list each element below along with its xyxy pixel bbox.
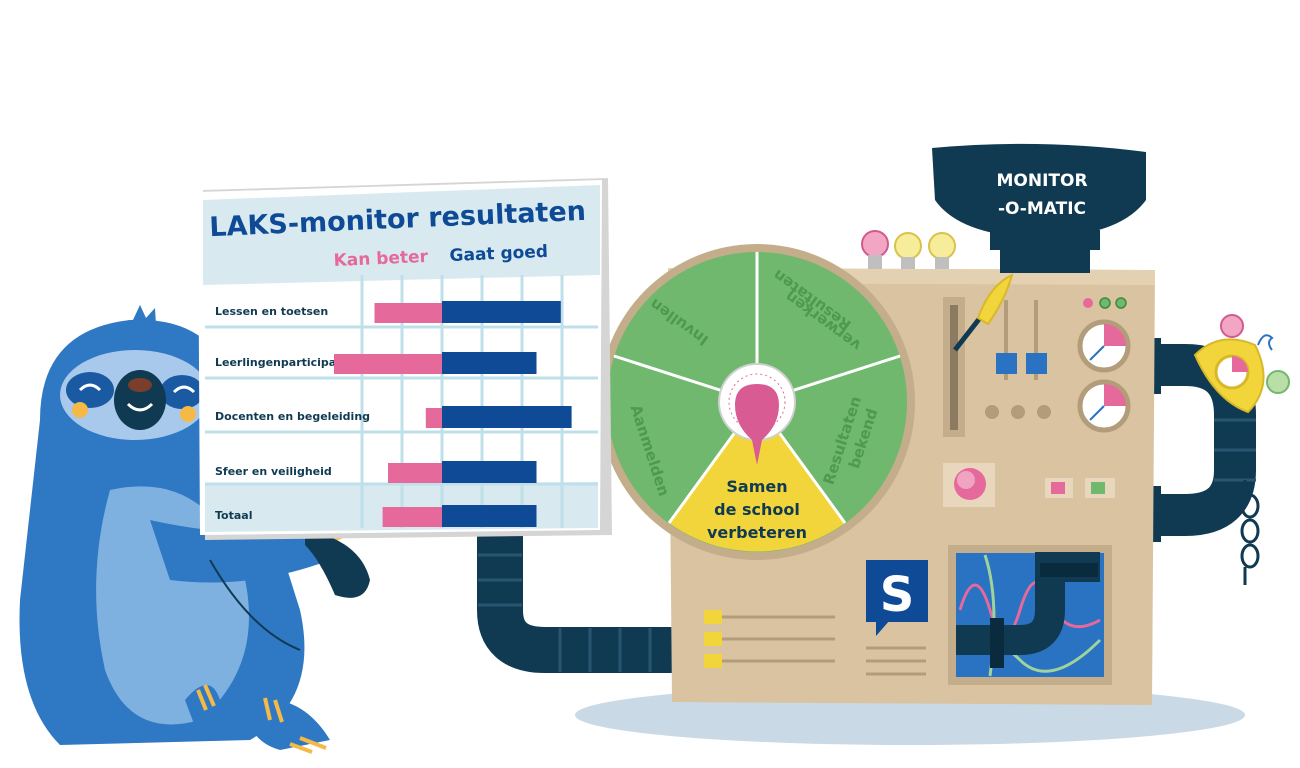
board-row-label: Lessen en toetsen	[215, 305, 328, 318]
bar-gaat-goed	[442, 505, 537, 527]
lightbulb-icon	[928, 232, 956, 269]
bar-gaat-goed	[442, 461, 537, 483]
wheel-active-line2: de school	[714, 500, 800, 519]
s-logo-icon: S	[866, 560, 928, 636]
bar-gaat-goed	[442, 301, 561, 323]
machine-name-line2: -O-MATIC	[998, 199, 1086, 219]
legend-gaat-goed: Gaat goed	[449, 242, 548, 266]
slider-knob	[996, 353, 1017, 374]
left-pipe	[477, 530, 680, 673]
machine-screen	[948, 545, 1112, 685]
pointer-icon	[735, 384, 779, 465]
machine-hopper: MONITOR -O-MATIC	[932, 143, 1146, 273]
results-board: LAKS-monitor resultaten Kan beter Gaat g…	[198, 178, 612, 540]
bar-kan-beter	[334, 354, 442, 374]
bar-gaat-goed	[442, 352, 537, 374]
lightbulb-icon	[861, 230, 889, 269]
wheel-segment-active	[669, 402, 845, 552]
indicator-lights	[1083, 297, 1127, 309]
gauge-icon	[1077, 319, 1131, 373]
bar-kan-beter	[382, 507, 442, 527]
machine-name-line1: MONITOR	[996, 171, 1087, 191]
progress-wheel: Samen de school verbeteren Invullen Resu…	[599, 244, 915, 560]
board-row-label: Sfeer en veiligheid	[215, 465, 332, 478]
board-row-label: Totaal	[215, 509, 252, 522]
slider-panel	[943, 297, 1051, 437]
bottom-sliders	[704, 610, 835, 668]
lightbulb-icon	[894, 232, 922, 269]
yellow-gadget	[1193, 314, 1290, 414]
pink-button	[943, 463, 995, 507]
logo-letter: S	[880, 567, 915, 623]
gauge-icon	[1077, 379, 1131, 433]
bar-gaat-goed	[442, 406, 572, 428]
board-row-label: Docenten en begeleiding	[215, 410, 370, 423]
vent-lines	[866, 646, 926, 676]
wheel-active-line3: verbeteren	[707, 523, 807, 542]
chain-icon	[1240, 480, 1260, 585]
board-rows: Lessen en toetsenLeerlingenparticipatieD…	[215, 301, 572, 527]
bar-kan-beter	[388, 463, 442, 483]
board-row-label: Leerlingenparticipatie	[215, 356, 353, 369]
bar-kan-beter	[374, 303, 442, 323]
bar-kan-beter	[425, 408, 442, 428]
lever-icon	[953, 273, 1014, 352]
wheel-active-line1: Samen	[726, 477, 787, 496]
switches	[1045, 478, 1115, 498]
legend-kan-beter: Kan beter	[333, 247, 429, 271]
slider-knob	[1026, 353, 1047, 374]
